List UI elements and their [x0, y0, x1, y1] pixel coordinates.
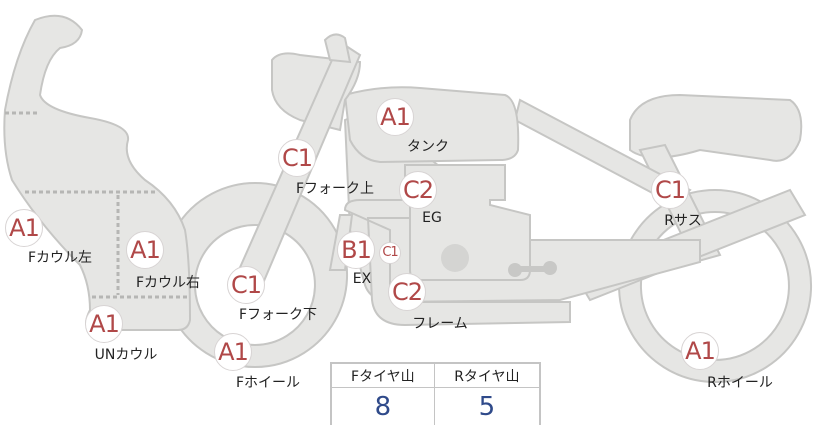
label-un-cowl: UNカウル — [94, 347, 158, 363]
rear-tread-header: Rタイヤ山 — [433, 362, 541, 388]
front-tread-header: Fタイヤ山 — [330, 362, 435, 388]
label-frame: フレーム — [412, 316, 468, 332]
grade-badge-frame: C2 — [388, 273, 426, 311]
label-exhaust: EX — [352, 271, 372, 287]
rear-tread-value: 5 — [433, 387, 541, 425]
tire-tread-table: Fタイヤ山 Rタイヤ山 8 5 — [330, 362, 541, 425]
grade-badge-exhaust: B1 — [337, 231, 375, 269]
label-f-cowl-left: Fカウル左 — [27, 250, 93, 266]
front-tread-value: 8 — [330, 387, 435, 425]
grade-badge-f-cowl-left: A1 — [5, 209, 43, 247]
label-tank: タンク — [407, 139, 449, 155]
grade-badge-r-suspension: C1 — [651, 171, 689, 209]
grade-badge-tank: A1 — [376, 98, 414, 136]
grade-badge-exhaust-sub: C1 — [379, 242, 401, 264]
label-r-wheel: Rホイール — [707, 375, 773, 391]
label-f-cowl-right: Fカウル右 — [135, 275, 201, 291]
grade-badge-f-wheel: A1 — [214, 333, 252, 371]
label-f-fork-lower: Fフォーク下 — [238, 307, 318, 323]
label-r-suspension: Rサス — [664, 213, 702, 229]
grade-badge-f-fork-lower: C1 — [227, 266, 265, 304]
label-f-wheel: Fホイール — [235, 375, 301, 391]
grade-badge-f-cowl-right: A1 — [126, 231, 164, 269]
label-engine: EG — [422, 210, 442, 226]
grade-badge-engine: C2 — [399, 171, 437, 209]
grade-badge-f-fork-upper: C1 — [278, 139, 316, 177]
grade-badge-un-cowl: A1 — [85, 305, 123, 343]
label-f-fork-upper: Fフォーク上 — [295, 181, 375, 197]
grade-badge-r-wheel: A1 — [681, 332, 719, 370]
